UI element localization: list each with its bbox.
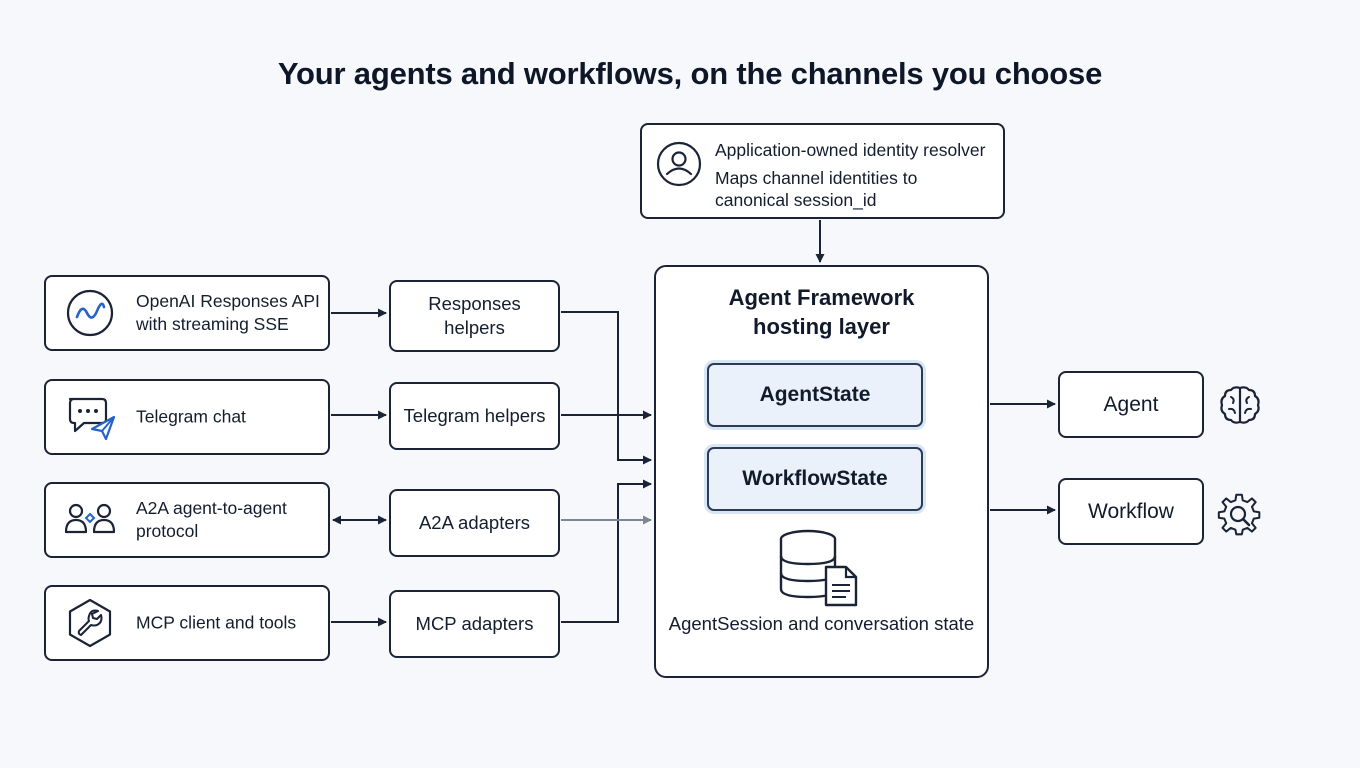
hexagon-wrench-icon [68,598,112,648]
output-agent: Agent [1058,371,1204,438]
workflow-state-box: WorkflowState [707,447,923,511]
storage-label: AgentSession and conversation state [668,613,975,634]
hosting-layer-box: Agent Framework hosting layer AgentState… [654,265,989,678]
user-circle-icon [656,141,702,187]
source-openai-responses: OpenAI Responses API with streaming SSE [44,275,330,351]
adapter-telegram-helpers: Telegram helpers [389,382,560,450]
agent-state-box: AgentState [707,363,923,427]
mcp-to-hosting-arrow [561,479,652,623]
source-label: MCP client and tools [136,612,297,633]
responses-to-hosting-arrow [561,311,652,465]
source-mcp: MCP client and tools [44,585,330,661]
source-label: OpenAI Responses API with streaming SSE [136,291,320,334]
database-document-icon [779,529,858,607]
adapter-responses-helpers: Responses helpers [389,280,560,352]
brain-icon [1220,386,1260,424]
source-telegram: Telegram chat [44,379,330,455]
output-workflow: Workflow [1058,478,1204,545]
hosting-layer-title: Agent Framework hosting layer [728,285,915,339]
adapter-mcp-adapters: MCP adapters [389,590,560,658]
resolver-description: Maps channel identities to canonical ses… [715,168,918,210]
source-label: Telegram chat [136,406,246,427]
source-a2a: A2A agent-to-agent protocol [44,482,330,558]
source-label: A2A agent-to-agent protocol [136,498,287,541]
resolver-title: Application-owned identity resolver [715,140,986,160]
chat-bubble-plane-icon [68,397,116,441]
adapter-a2a-adapters: A2A adapters [389,489,560,557]
people-connect-icon [64,503,116,534]
identity-resolver-box: Application-owned identity resolver Maps… [640,123,1005,219]
openai-wave-icon [66,289,114,337]
gear-search-icon [1217,493,1261,536]
diagram-title: Your agents and workflows, on the channe… [277,56,1103,91]
